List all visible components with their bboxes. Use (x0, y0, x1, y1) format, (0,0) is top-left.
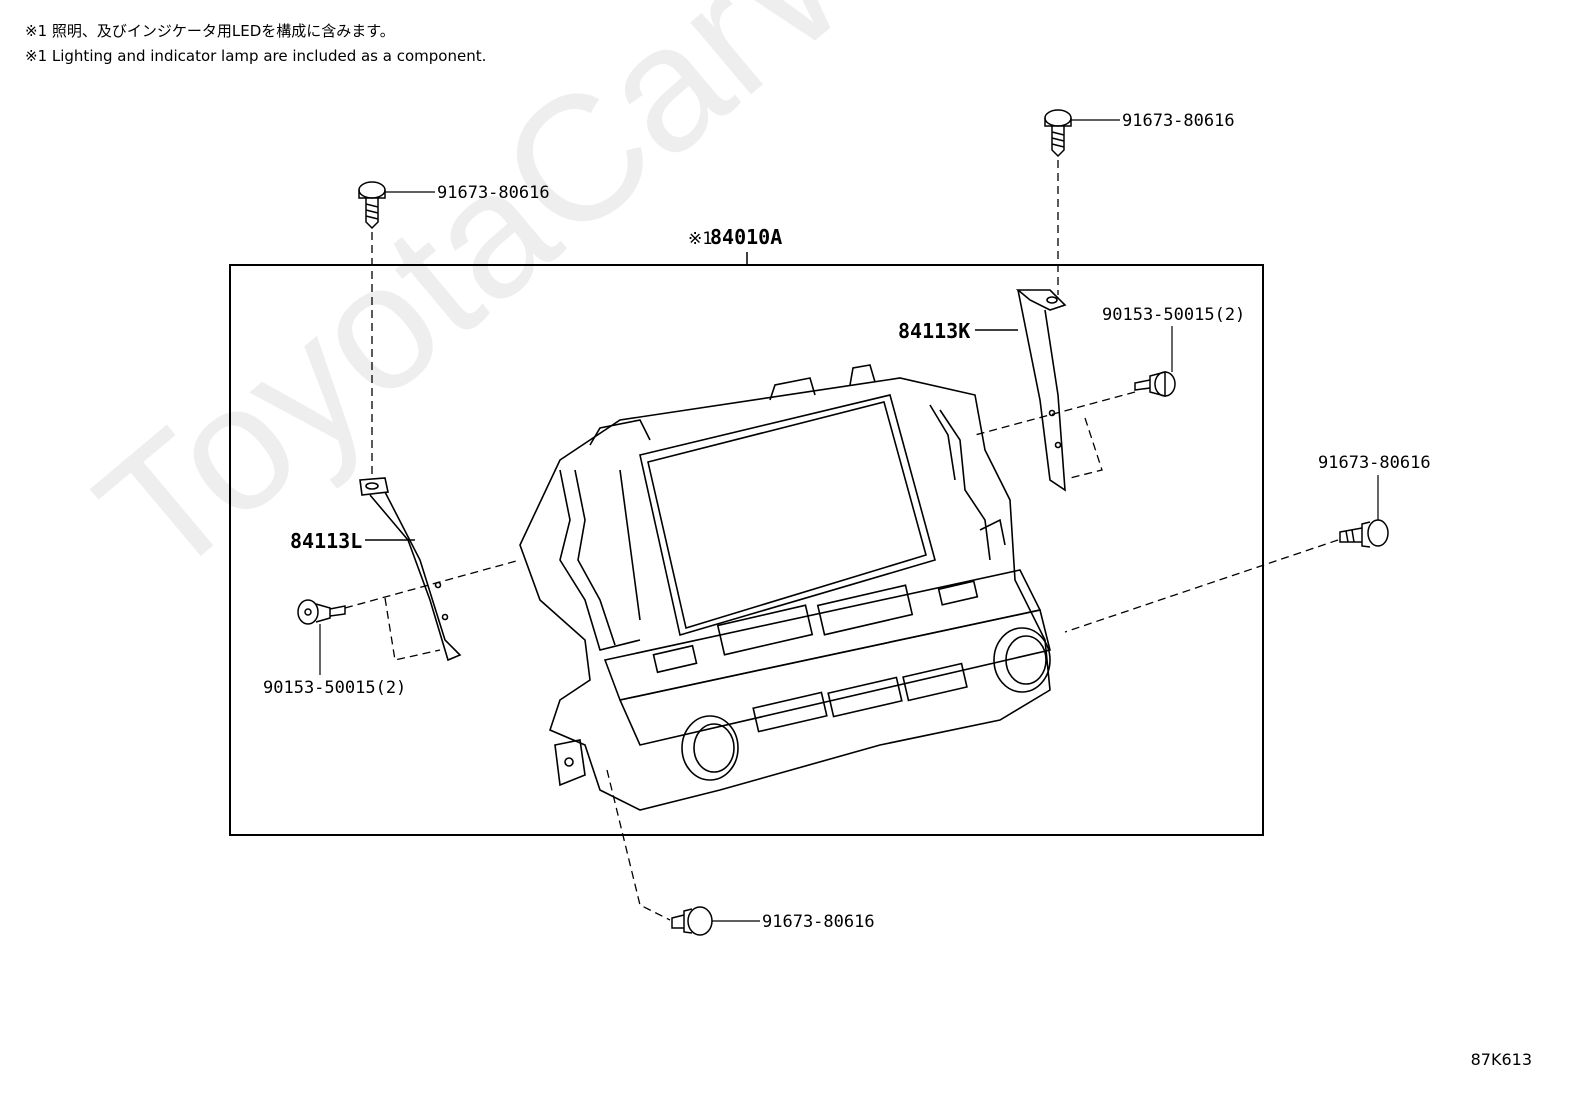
bracket-right-label: 84113K (898, 319, 970, 343)
assembly-label: 84010A (710, 225, 782, 249)
assembly-prefix: ※1 (688, 229, 712, 249)
bolt-top-right-icon (1044, 109, 1072, 158)
bolt-bottom-icon (671, 906, 713, 936)
bracket-left (359, 477, 462, 662)
bracket-left-label: 84113L (290, 529, 362, 553)
note-japanese: ※1 照明、及びインジケータ用LEDを構成に含みます。 (25, 22, 395, 40)
screw-left-icon (297, 599, 346, 625)
screw-right-label: 90153-50015(2) (1102, 305, 1245, 325)
screw-right-icon (1134, 371, 1176, 397)
note-english: ※1 Lighting and indicator lamp are inclu… (25, 47, 487, 65)
bolt-top-left-label: 91673-80616 (437, 183, 550, 203)
assembly-frame (229, 264, 1264, 836)
bolt-top-right-label: 91673-80616 (1122, 111, 1235, 131)
bolt-bottom-label: 91673-80616 (762, 912, 875, 932)
bolt-top-left-icon (358, 181, 386, 230)
diagram-code: 87K613 (1470, 1050, 1532, 1069)
head-unit-assembly (519, 364, 1051, 811)
screw-left-label: 90153-50015(2) (263, 678, 406, 698)
bolt-right-label: 91673-80616 (1318, 453, 1431, 473)
bolt-right-icon (1339, 519, 1389, 548)
bracket-right (1015, 289, 1067, 492)
